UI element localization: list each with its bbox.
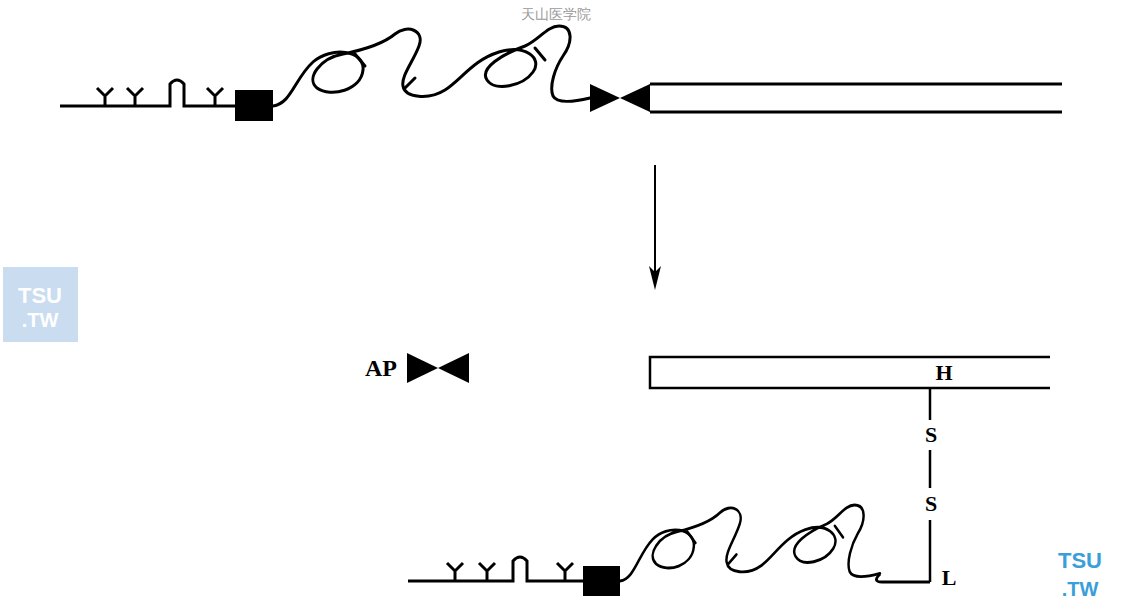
bond-label: S (925, 424, 937, 446)
precursor-chain (60, 26, 1062, 112)
watermark: .TW (22, 310, 59, 330)
conversion-arrow (654, 165, 656, 276)
watermark: TSU (1058, 550, 1102, 572)
chain-label: H (935, 362, 952, 384)
heavy-chain (650, 357, 1050, 388)
activation-peptide-symbol (407, 353, 438, 383)
part-label: AP (365, 356, 397, 380)
bond-label: S (925, 493, 937, 515)
activation-peptide-symbol (438, 353, 469, 383)
arrow-head (649, 266, 661, 290)
watermark: TSU (18, 285, 62, 307)
light-chain (408, 505, 930, 582)
watermark: 天山医学院 (521, 7, 591, 21)
watermark-box (3, 267, 78, 342)
chain-label: L (942, 567, 957, 589)
activation-peptide-symbol (590, 84, 620, 112)
domain-block (583, 566, 620, 596)
activation-peptide-symbol (620, 84, 650, 112)
domain-block (235, 90, 273, 121)
disulfide-link (929, 389, 932, 582)
watermark: .TW (1062, 579, 1099, 599)
